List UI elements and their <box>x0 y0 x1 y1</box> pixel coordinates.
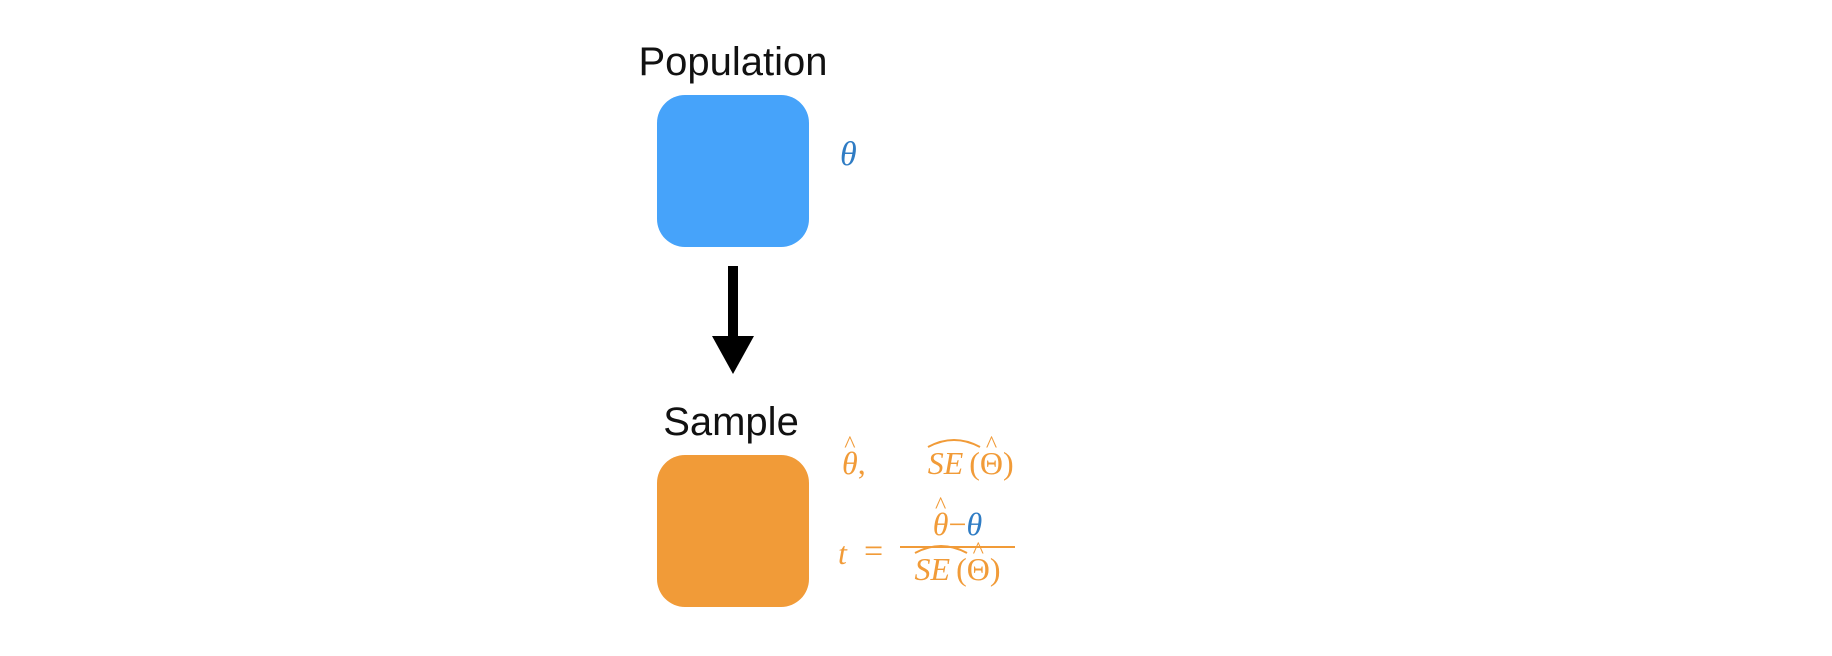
t-var: t <box>838 535 847 571</box>
population-box <box>657 95 809 247</box>
den-paren-open: ( <box>956 551 967 587</box>
t-equals: = <box>864 533 884 570</box>
numerator-minus: − <box>948 506 967 542</box>
den-paren-close: ) <box>989 551 1001 587</box>
sample-box <box>657 455 809 607</box>
den-se-text: SE <box>914 551 951 587</box>
den-se-argument: Θ <box>967 551 990 588</box>
population-parameter: θ <box>840 136 857 173</box>
estimate-line: θ, SE (Θ) <box>842 439 1014 482</box>
population-label: Population <box>638 40 828 84</box>
fraction-bar <box>900 546 1015 548</box>
se-hat: SE <box>927 439 981 482</box>
numerator-theta-hat: θ <box>933 506 949 543</box>
sample-label: Sample <box>663 400 799 444</box>
estimate-separator: , <box>857 445 866 481</box>
den-se-hat: SE <box>914 545 967 588</box>
se-paren-open: ( <box>969 445 980 481</box>
numerator-theta: θ <box>966 506 983 542</box>
t-denominator: SE (Θ) <box>900 545 1015 588</box>
sampling-arrow <box>712 266 754 374</box>
se-argument: Θ <box>980 445 1003 482</box>
t-numerator: θ−θ <box>900 506 1015 543</box>
theta-hat: θ <box>842 445 858 482</box>
den-wide-hat-mark <box>914 545 967 554</box>
t-fraction: θ−θ SE (Θ) <box>900 506 1015 588</box>
se-paren-close: ) <box>1003 445 1014 481</box>
wide-hat-mark <box>927 439 981 448</box>
se-text: SE <box>927 445 964 481</box>
